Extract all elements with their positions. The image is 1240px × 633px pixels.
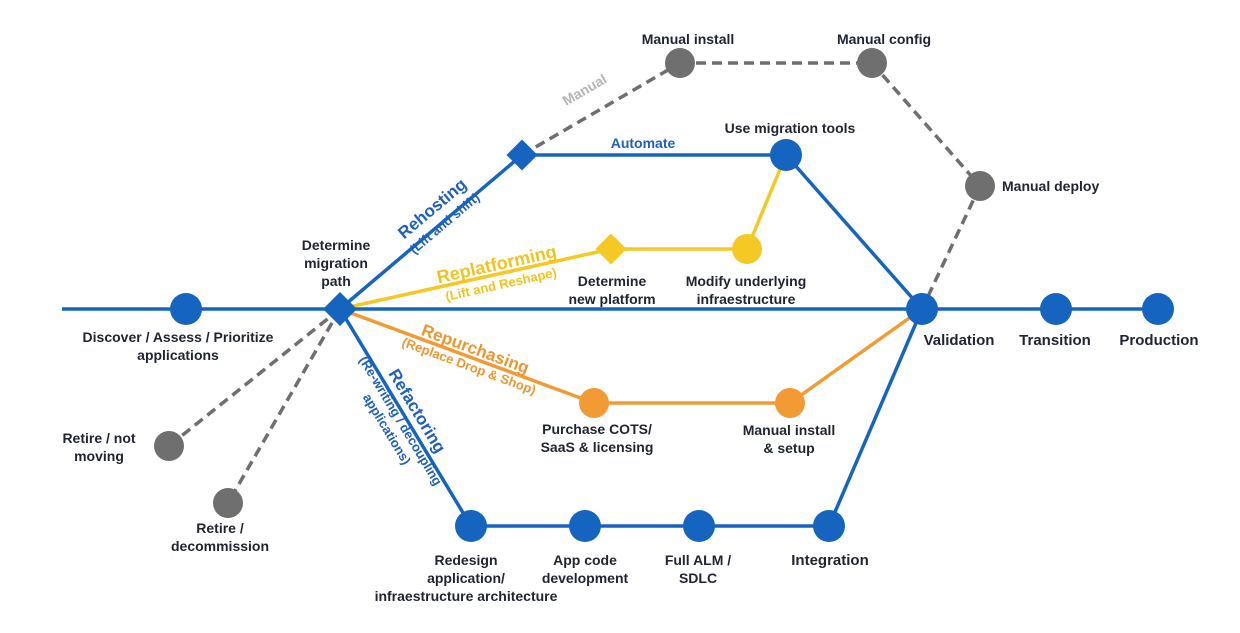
rehosting-line: [338, 153, 524, 311]
manual-install-top-label: Manual install: [641, 31, 735, 47]
manual-deploy-label: Manual deploy: [1002, 178, 1100, 194]
modify-infra-label: Modify underlying infraestructure: [685, 273, 807, 307]
production-node: [1142, 293, 1174, 325]
full-alm-label: Full ALM / SDLC: [664, 552, 732, 586]
app-code-node: [569, 510, 601, 542]
manual-branch-line: [521, 61, 681, 157]
manual-install-setup-node: [775, 388, 805, 418]
integration-label: Integration: [791, 552, 869, 569]
production-label: Production: [1119, 332, 1199, 349]
manual-install-node: [665, 48, 695, 78]
manual-config-node: [857, 48, 887, 78]
determine-platform-label: Determine new platform: [568, 273, 656, 307]
refactoring-line: [338, 308, 473, 527]
replatforming-path: [339, 154, 788, 311]
manual-config-label: Manual config: [836, 31, 932, 47]
gray-nodes: [154, 48, 995, 518]
purchase-cots-label: Purchase COTS/ SaaS & licensing: [540, 421, 654, 455]
blue-paths: [62, 153, 1158, 528]
determine-path-diamond: [323, 292, 357, 326]
retire-not-moving-line: [167, 307, 342, 448]
redesign-node: [455, 510, 487, 542]
tools-validation-line: [784, 153, 924, 311]
manual-deploy-validation-line: [920, 185, 982, 310]
retire-decommission-node: [213, 488, 243, 518]
transition-label: Transition: [1019, 332, 1091, 349]
use-migration-tools-node: [770, 139, 802, 171]
manual-deploy-node: [965, 171, 995, 201]
purchase-cots-node: [579, 388, 609, 418]
integration-validation-line: [827, 308, 924, 527]
repurchasing-label: Repurchasing (Replace Drop & Shop): [400, 321, 538, 398]
manual-config-deploy-line: [870, 61, 982, 188]
validation-node: [906, 293, 938, 325]
discover-node: [170, 293, 202, 325]
use-migration-tools-label: Use migration tools: [724, 120, 856, 136]
integration-node: [813, 510, 845, 542]
determine-platform-diamond: [595, 233, 627, 265]
modify-infra-node: [732, 234, 762, 264]
automate-label: Automate: [611, 135, 676, 151]
blue-nodes: [170, 139, 1174, 542]
manual-label: Manual: [560, 71, 610, 109]
refactoring-label: Refactoring (Re-writing / decoupling app…: [356, 353, 449, 488]
retire-decommission-line: [226, 308, 342, 504]
orange-nodes: [579, 388, 805, 418]
rehosting-label: Rehosting (Lift and shift): [394, 175, 482, 257]
app-code-label: App code development: [541, 552, 629, 586]
determine-path-label: Determine migration path: [301, 237, 371, 289]
manual-install-setup-label: Manual install & setup: [742, 422, 836, 456]
transition-node: [1040, 293, 1072, 325]
full-alm-node: [683, 510, 715, 542]
dashed-connectors: [167, 61, 982, 504]
redesign-label: Redesign application/ infraestructure ar…: [374, 552, 558, 604]
retire-not-moving-label: Retire / not moving: [62, 430, 136, 464]
replatforming-label: Replatforming (Lift and Reshape): [435, 241, 558, 304]
retire-decommission-label: Retire / decommission: [170, 520, 270, 554]
validation-label: Validation: [923, 332, 995, 349]
retire-not-moving-node: [154, 431, 184, 461]
discover-label: Discover / Assess / Prioritize applicati…: [82, 329, 274, 363]
repurchasing-path: [339, 307, 924, 405]
